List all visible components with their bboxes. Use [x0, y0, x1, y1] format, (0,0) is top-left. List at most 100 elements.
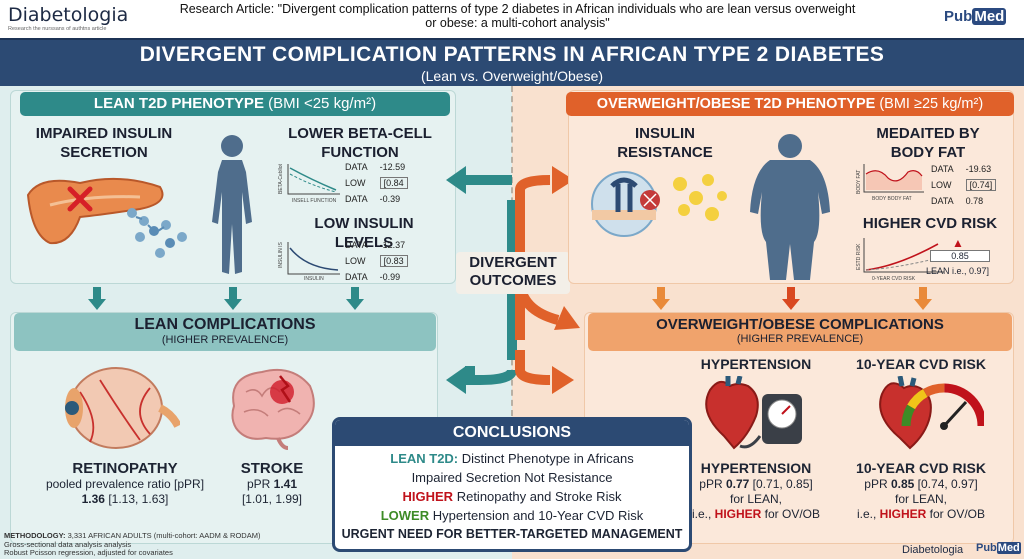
lean-complications-sub: (HIGHER PREVALENCE)	[161, 334, 289, 346]
retinopathy-line1: pooled prevalence ratio [pPR]	[45, 477, 205, 491]
data-row: LOW[0.74]	[926, 178, 1001, 192]
beta-cell-chart	[287, 164, 340, 195]
down-arrow-icon	[782, 287, 800, 311]
htn-pre: pPR	[699, 477, 723, 491]
htn-value: 0.77	[725, 477, 750, 491]
stroke-line1: pPR	[246, 477, 271, 491]
up-arrow-icon: ▲	[952, 236, 964, 250]
retinopathy-title: RETINOPATHY	[72, 460, 178, 477]
footer-pubmed[interactable]: PubMed	[976, 542, 1021, 554]
retinopathy-value: 1.36	[81, 492, 105, 506]
obese-complications-sub: (HIGHER PREVALENCE)	[736, 333, 864, 345]
banner-title: DIVERGENT COMPLICATION PATTERNS IN AFRIC…	[139, 43, 885, 66]
pancreas-illustration	[26, 177, 187, 258]
body-fat-heading: MEDAITED BY BODY FAT	[876, 125, 980, 161]
cvd-ci: [0.74, 0.97]	[917, 477, 978, 491]
insulin-receptor-illustration	[591, 171, 727, 237]
data-row-label: LOW	[345, 178, 366, 188]
htn-ci: [0.71, 0.85]	[752, 477, 813, 491]
conclusion-line5: URGENT NEED FOR BETTER-TARGETED MANAGEME…	[341, 527, 683, 541]
methodology-label: METHODOLOGY:	[4, 531, 66, 540]
conclusion-lean-label: LEAN T2D:	[390, 451, 459, 466]
data-row-value: 0.78	[965, 196, 984, 206]
conclusion-line3: Retinopathy and Stroke Risk	[456, 489, 622, 504]
data-row-value: [0.83	[379, 255, 408, 267]
conclusion-line4: Hypertension and 10-Year CVD Risk	[432, 508, 644, 523]
down-arrow-icon	[652, 287, 670, 311]
pubmed-box: Med	[972, 8, 1007, 25]
hypertension-stats: pPR 0.77 [0.71, 0.85] for LEAN, i.e., HI…	[676, 477, 836, 522]
conclusion-lower: LOWER	[380, 508, 430, 523]
data-row-value: -19.63	[965, 164, 992, 174]
journal-logo[interactable]: Diabetologia	[8, 4, 129, 26]
obese-phenotype-header: OVERWEIGHT/OBESE T2D PHENOTYPE (BMI ≥25 …	[566, 92, 1014, 116]
insulin-levels-heading: LOW INSULIN LEVELS	[314, 215, 414, 251]
footer-pubmed-pre: Pub	[976, 542, 997, 554]
hypertension-heading: HYPERTENSION	[700, 356, 812, 372]
down-arrow-icon	[346, 287, 364, 311]
article-title: Research Article: "Divergent complicatio…	[179, 2, 856, 30]
heart-pressure-gauge-icon	[705, 376, 802, 450]
cvd-pre: pPR	[864, 477, 888, 491]
conclusions-box: CONCLUSIONS LEAN T2D: Distinct Phenotype…	[332, 417, 692, 552]
brain-icon	[231, 368, 315, 450]
lean-phenotype-header: LEAN T2D PHENOTYPE (BMI <25 kg/m²)	[20, 92, 450, 116]
lean-complications-title: LEAN COMPLICATIONS	[134, 316, 316, 333]
cvd-risk-col-heading: 10-YEAR CVD RISK	[856, 356, 986, 372]
cvd-risk-stats: pPR 0.85 [0.74, 0.97] for LEAN, i.e., HI…	[846, 477, 996, 522]
impaired-secretion-heading: IMPAIRED INSULIN SECRETION	[35, 125, 173, 161]
data-row: LOW[0.83	[340, 254, 413, 268]
htn-end: for OV/OB	[764, 507, 821, 521]
conclusion-line2: Impaired Secretion Not Resistance	[411, 470, 613, 485]
data-row-label: DATA	[345, 272, 368, 282]
beta-axis-x: INSELL FUNCTION	[292, 198, 337, 204]
cvd-axis-x: 0-YEAR CVD RISK	[872, 276, 916, 282]
htn-higher: HIGHER	[714, 507, 762, 521]
data-row-label: DATA	[345, 194, 368, 204]
banner-subtitle: (Lean vs. Overweight/Obese)	[420, 68, 604, 84]
insulin-axis-x: INSULIN	[304, 276, 324, 282]
footer-pubmed-box: Med	[996, 542, 1021, 554]
data-row-value: -12.37	[379, 240, 406, 250]
fat-axis-x: BODY BODY FAT	[872, 196, 912, 202]
data-row: LOW [0.84	[340, 176, 413, 190]
lean-body-figure	[212, 135, 252, 274]
beta-axis-y: BETA-Cebllot	[278, 164, 284, 194]
lean-title: LEAN T2D PHENOTYPE	[93, 95, 264, 112]
header-bar	[0, 0, 1024, 38]
cvd-risk-title: 10-YEAR CVD RISK	[856, 460, 986, 476]
lean-complications-header: LEAN COMPLICATIONS (HIGHER PREVALENCE)	[14, 313, 436, 351]
data-row: DATA-0.99	[340, 270, 413, 284]
x-mark-icon	[67, 186, 93, 212]
data-row: DATA-12.59	[340, 160, 413, 174]
stroke-stats: pPR 1.41 [1.01, 1.99]	[222, 477, 322, 507]
data-row-value: [0.84	[379, 177, 408, 189]
cvd-value2: 0.85	[890, 477, 915, 491]
stroke-value: 1.41	[273, 477, 298, 491]
lean-bmi: (BMI <25 kg/m²)	[268, 95, 377, 112]
obese-complications-title: OVERWEIGHT/OBESE COMPLICATIONS	[656, 316, 944, 333]
cvd-risk-heading: HIGHER CVD RISK	[862, 215, 998, 232]
conclusions-title: CONCLUSIONS	[335, 420, 689, 446]
data-row-value: -12.59	[379, 162, 406, 172]
beta-cell-heading: LOWER BETA-CELL FUNCTION	[288, 125, 432, 161]
insulin-axis-y: INSULIN IS	[278, 242, 284, 268]
data-row: DATA -0.39	[340, 192, 413, 206]
hypertension-title: HYPERTENSION	[700, 460, 812, 476]
conclusion-line1: Distinct Phenotype in Africans	[461, 451, 634, 466]
journal-tagline: Research the nurssans of authtns article	[8, 26, 107, 32]
data-row-label: DATA	[345, 240, 368, 250]
footer-journal[interactable]: Diabetologia	[902, 544, 964, 556]
cvd-ie: i.e.,	[856, 507, 877, 521]
data-row-value: [0.74]	[965, 179, 997, 191]
data-row-value: -0.39	[379, 194, 401, 204]
data-row: DATA -12.37	[340, 238, 413, 252]
pubmed-pre: Pub	[944, 8, 973, 25]
down-arrow-icon	[914, 287, 932, 311]
htn-ie: i.e.,	[691, 507, 712, 521]
